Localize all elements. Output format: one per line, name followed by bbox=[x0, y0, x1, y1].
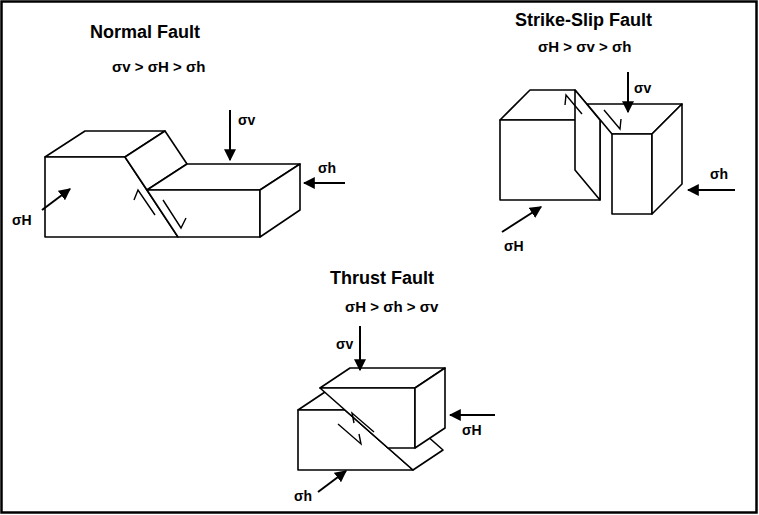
stress-symbol: σv bbox=[336, 336, 353, 352]
stress-symbol: σH bbox=[504, 238, 524, 254]
stress-arrow bbox=[229, 110, 231, 160]
stress-arrow bbox=[42, 189, 70, 210]
thrust-fault-block bbox=[298, 368, 445, 470]
block-front bbox=[320, 388, 415, 448]
stress-arrows bbox=[318, 326, 495, 492]
stress-symbol: σH bbox=[462, 422, 482, 438]
half-arrow bbox=[134, 190, 155, 215]
half-arrow bbox=[604, 110, 621, 129]
stress-symbol: σv bbox=[238, 112, 255, 128]
stress-arrows bbox=[502, 72, 735, 232]
fault-title: Strike-Slip Fault bbox=[515, 10, 652, 31]
fault-title: Thrust Fault bbox=[330, 268, 434, 289]
stress-arrows bbox=[42, 110, 345, 210]
stress-arrow bbox=[359, 326, 361, 370]
stress-arrow bbox=[318, 471, 346, 492]
half-arrow bbox=[352, 413, 374, 432]
half-arrow bbox=[565, 95, 582, 114]
stress-symbol: σh bbox=[710, 166, 728, 182]
stress-arrow bbox=[450, 414, 495, 416]
block-side bbox=[652, 104, 682, 214]
block-front bbox=[612, 134, 652, 214]
normal-fault-block bbox=[45, 131, 300, 237]
stress-arrow bbox=[304, 182, 345, 184]
slip-arrows bbox=[134, 190, 186, 228]
stress-symbol: σH bbox=[12, 212, 32, 228]
block-front bbox=[147, 190, 260, 237]
stress-symbol: σh bbox=[294, 488, 312, 504]
block-side bbox=[415, 368, 445, 448]
stress-symbol: σh bbox=[318, 160, 336, 176]
stress-order: σH > σv > σh bbox=[538, 38, 631, 55]
stress-order: σv > σH > σh bbox=[112, 58, 205, 75]
half-arrow bbox=[338, 424, 361, 444]
slip-arrows bbox=[338, 413, 374, 444]
stress-order: σH > σh > σv bbox=[345, 298, 438, 315]
block-side bbox=[260, 164, 300, 237]
stress-arrow bbox=[627, 72, 629, 112]
fault-title: Normal Fault bbox=[90, 22, 200, 43]
slip-arrows bbox=[565, 95, 621, 129]
stress-symbol: σv bbox=[634, 80, 651, 96]
strike-slip-block bbox=[500, 90, 682, 214]
stress-arrow bbox=[688, 189, 735, 191]
stress-arrow bbox=[502, 207, 541, 232]
half-arrow bbox=[163, 200, 186, 228]
